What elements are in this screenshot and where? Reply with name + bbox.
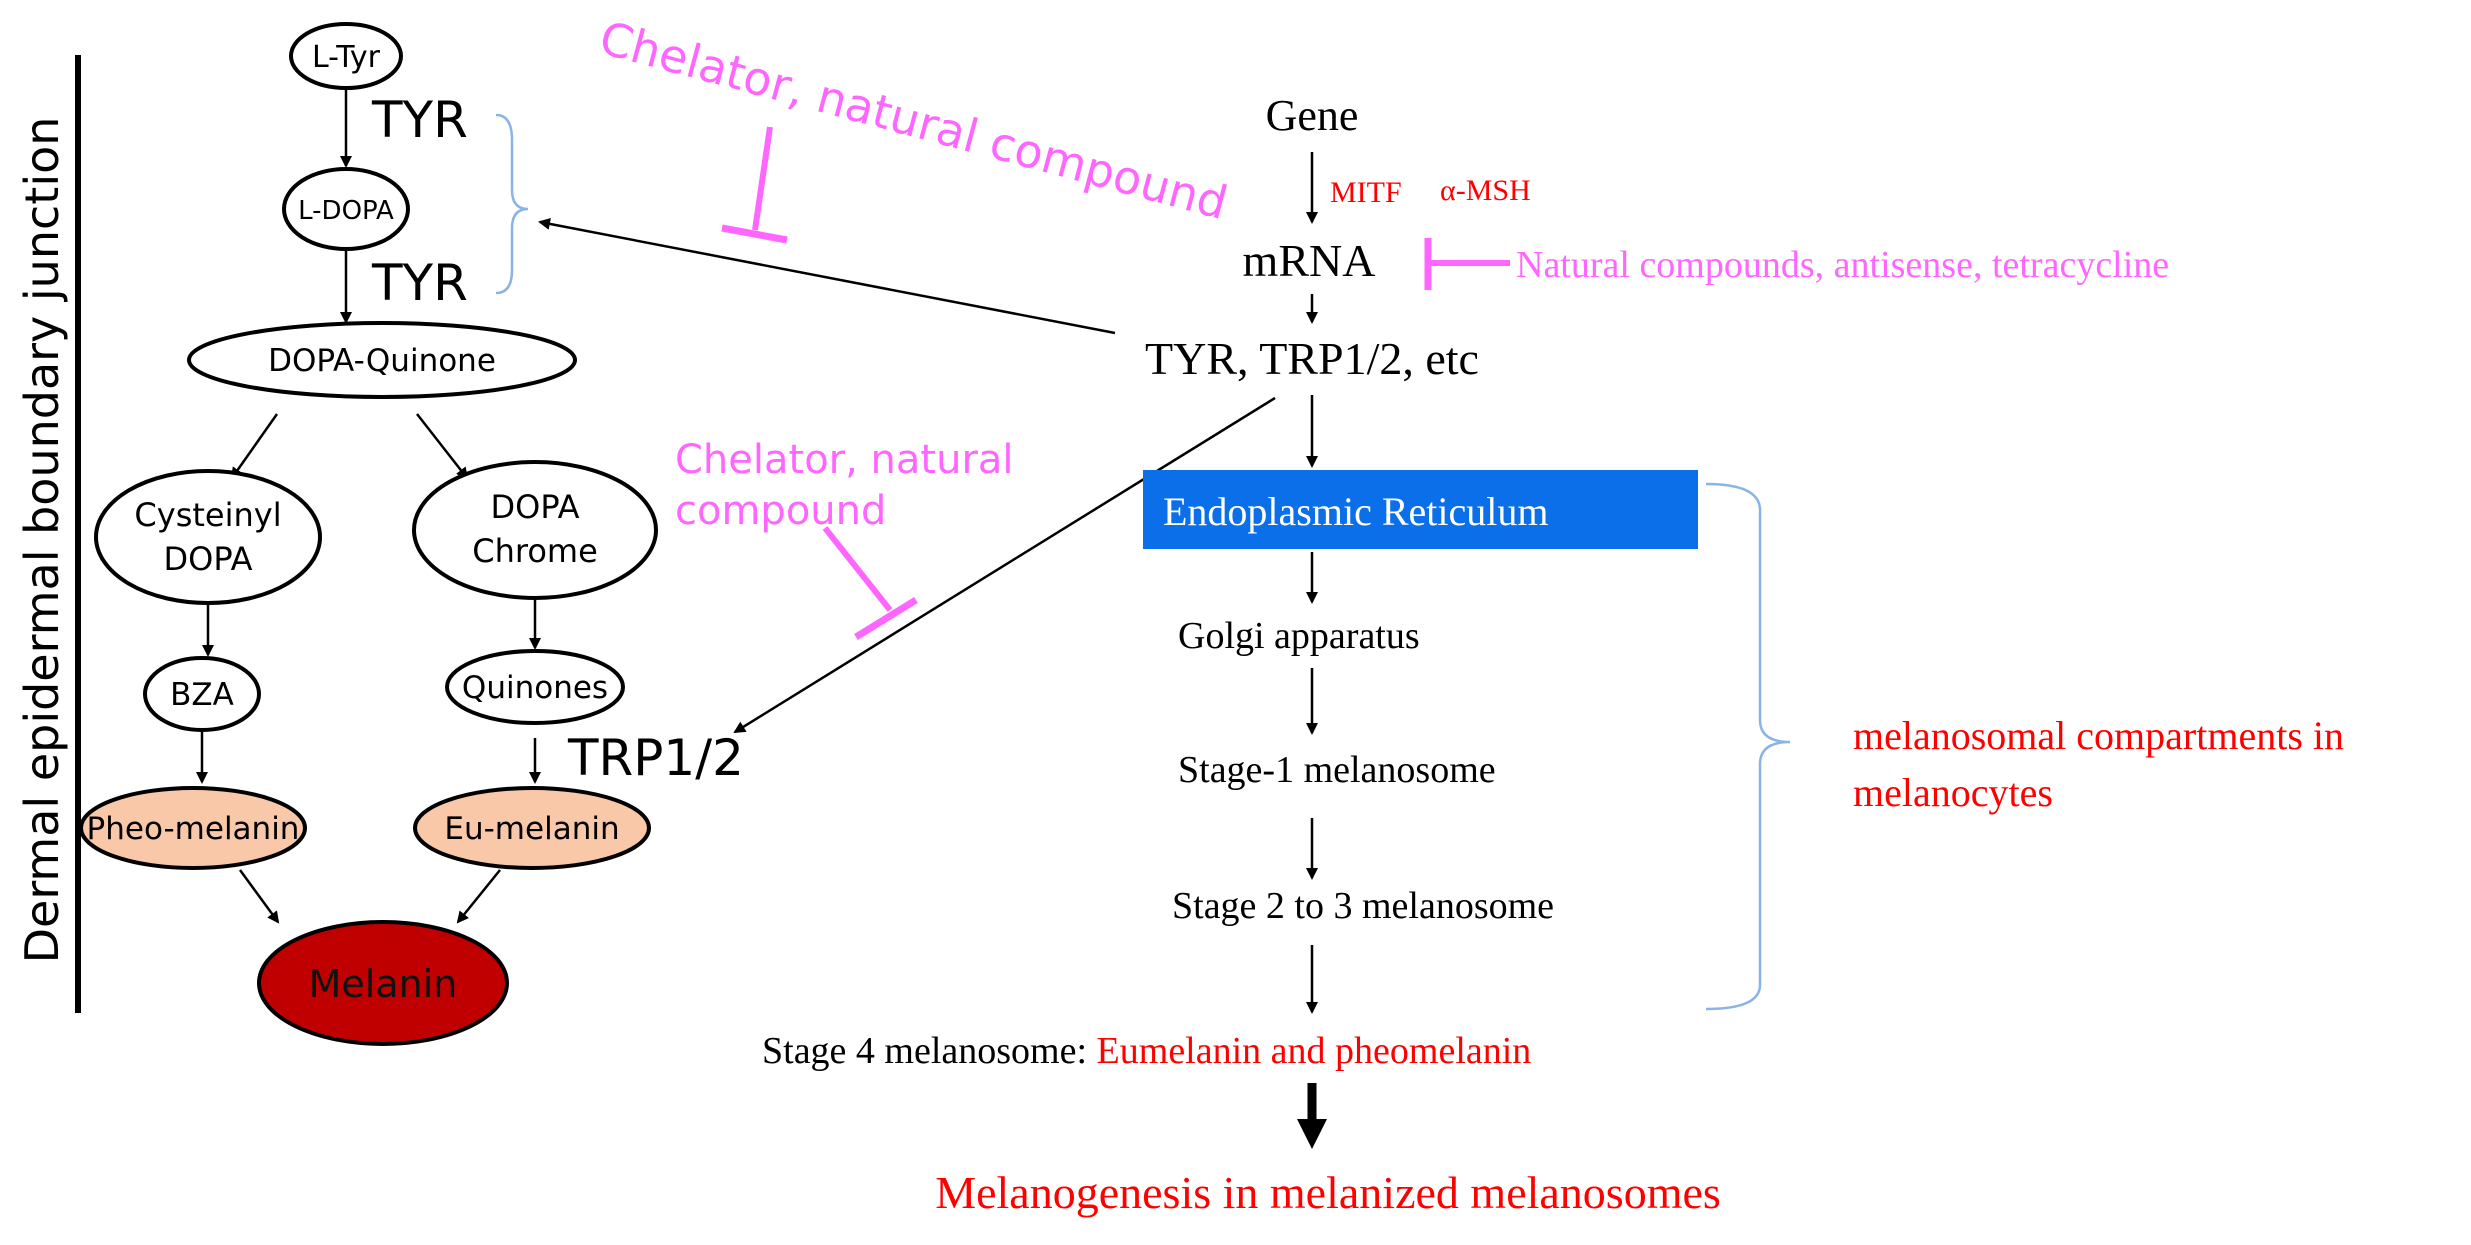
tyr-bracket <box>495 113 529 295</box>
pathway-mitf: MITF <box>1330 176 1402 209</box>
inhibitor-upper-label: Chelator, natural compound <box>594 10 1233 230</box>
pathway-stage23: Stage 2 to 3 melanosome <box>1172 885 1554 927</box>
node-eu-melanin <box>413 786 651 870</box>
node-eu-label: Eu-melanin <box>444 811 619 847</box>
er-box <box>1143 470 1698 549</box>
node-quinones-label: Quinones <box>462 670 608 706</box>
node-cysteinyl-label-1: Cysteinyl <box>134 496 281 534</box>
node-melanin <box>257 920 509 1046</box>
arrow-proteins-ldopa <box>538 218 1116 335</box>
side-label: Dermal epidermal boundary junction <box>15 117 69 964</box>
node-cysteinyl-dopa <box>94 469 322 605</box>
node-dopa-quinone-label: DOPA-Quinone <box>268 343 496 379</box>
node-bza <box>143 656 261 732</box>
node-melanin-label: Melanin <box>309 962 458 1006</box>
enzyme-tyr-1: TYR <box>371 91 468 149</box>
node-bza-label: BZA <box>170 677 234 713</box>
inhibitor-upper-bar <box>721 224 788 244</box>
arrow-quinone-cysteinyl <box>230 413 279 480</box>
arrow-pheo-melanin <box>238 869 280 924</box>
enzyme-tyr-2: TYR <box>371 254 468 312</box>
arrow-eu-melanin <box>456 869 501 924</box>
pathway-proteins: TYR, TRP1/2, etc <box>1145 333 1479 384</box>
compartments-label-2: melanocytes <box>1853 770 2053 815</box>
inhibitor-mid-bar <box>854 597 918 640</box>
node-dopachrome <box>412 460 658 600</box>
node-dopachrome-label-1: DOPA <box>491 488 580 526</box>
node-l-tyr-label: L-Tyr <box>312 40 381 75</box>
node-l-dopa-label: L-DOPA <box>298 196 394 226</box>
inhibitor-mid-label-2: compound <box>675 488 886 534</box>
arrow-quinone-dopachrome <box>416 413 469 480</box>
pathway-msh: α-MSH <box>1440 174 1531 207</box>
pathway-er: Endoplasmic Reticulum <box>1163 489 1549 534</box>
node-pheo-melanin <box>79 786 307 870</box>
enzyme-trp: TRP1/2 <box>567 729 744 787</box>
node-quinones <box>445 649 625 725</box>
inhibitor-mid-stem <box>822 526 893 612</box>
inhibitor-upper-stem <box>752 126 773 231</box>
pathway-mrna: mRNA <box>1243 235 1376 286</box>
compartments-bracket <box>1705 482 1791 1011</box>
node-pheo-label: Pheo-melanin <box>87 811 300 847</box>
compartments-label-1: melanosomal compartments in <box>1853 713 2344 758</box>
pathway-gene: Gene <box>1266 91 1359 140</box>
arrow-proteins-trp <box>733 396 1276 734</box>
stage4-suffix: Eumelanin and pheomelanin <box>1097 1030 1532 1072</box>
node-dopachrome-label-2: Chrome <box>472 532 598 570</box>
pathway-golgi: Golgi apparatus <box>1178 615 1420 657</box>
node-l-dopa <box>282 167 410 251</box>
pathway-result: Melanogenesis in melanized melanosomes <box>935 1167 1721 1218</box>
node-dopa-quinone <box>187 321 577 399</box>
stage4-prefix: Stage 4 melanosome: <box>762 1030 1097 1072</box>
pathway-stage1: Stage-1 melanosome <box>1178 749 1496 791</box>
inhibitor-mid-label-1: Chelator, natural <box>675 437 1014 483</box>
pathway-stage4: Stage 4 melanosome: Eumelanin and pheome… <box>762 1030 1531 1072</box>
node-cysteinyl-label-2: DOPA <box>164 540 253 578</box>
inhibitor-mrna-label: Natural compounds, antisense, tetracycli… <box>1516 244 2169 286</box>
